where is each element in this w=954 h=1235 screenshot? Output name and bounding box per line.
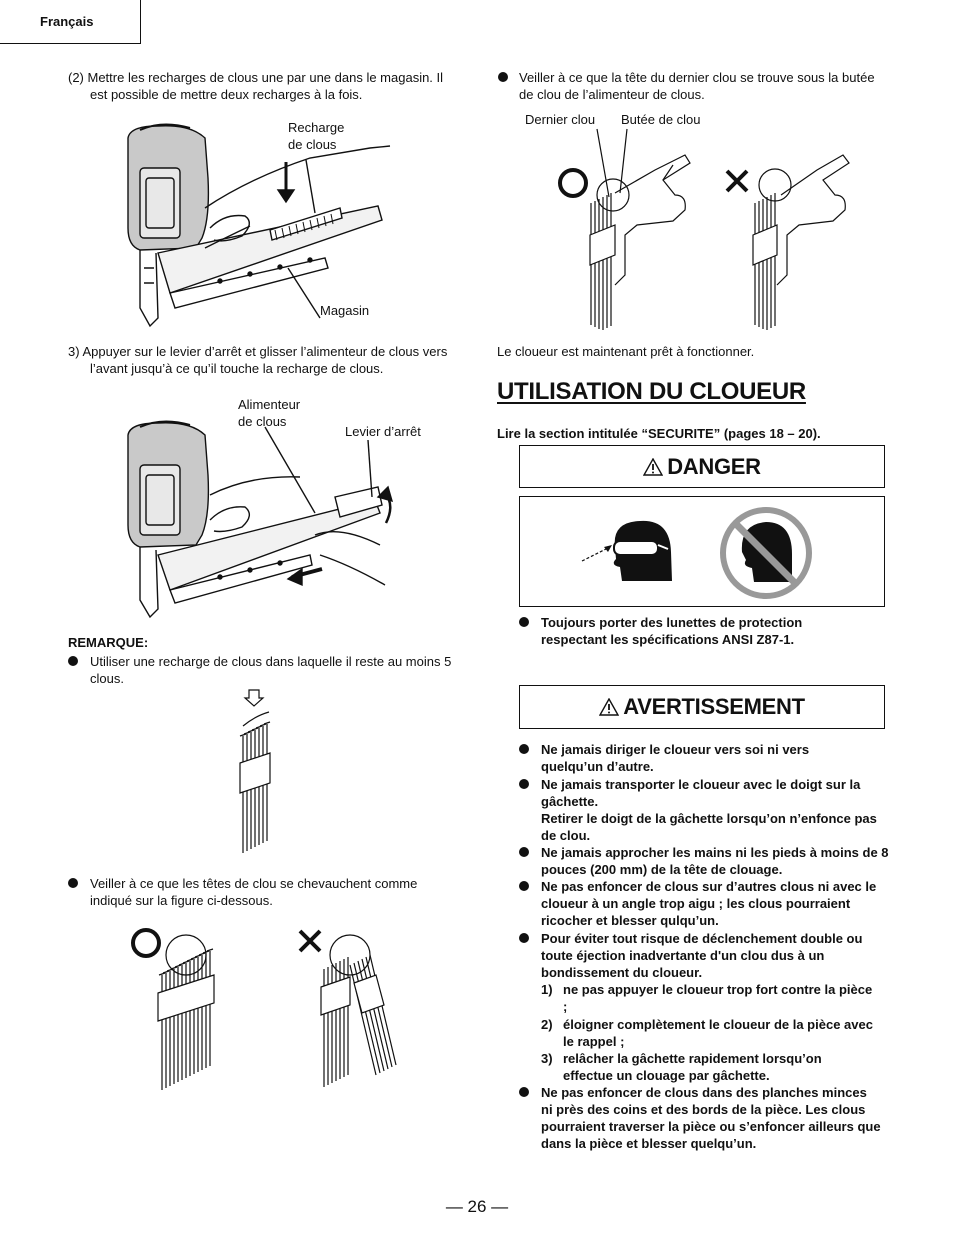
bullet-icon xyxy=(519,744,529,754)
last-nail-figure xyxy=(558,128,850,330)
warning-item-3: Ne jamais approcher les mains ni les pie… xyxy=(541,845,889,877)
bullet-icon xyxy=(68,878,78,888)
nailer-feeder-figure xyxy=(127,420,394,619)
nailer-loading-figure xyxy=(127,123,391,328)
danger-box: DANGER xyxy=(519,445,885,488)
warning-item-2: Ne jamais transporter le cloueur avec le… xyxy=(541,777,877,843)
magasin-label: Magasin xyxy=(320,303,370,318)
safety-glasses-icon xyxy=(581,520,672,581)
bullet-icon xyxy=(519,779,529,789)
sub-item-3-text: relâcher la gâchette rapidement lorsqu’o… xyxy=(563,1051,822,1083)
step-2-text: (2) Mettre les recharges de clous une pa… xyxy=(68,70,444,102)
warning-item-5: Pour éviter tout risque de déclenchement… xyxy=(541,931,863,980)
bullet-icon xyxy=(519,617,529,627)
ready-text: Le cloueur est maintenant prêt à fonctio… xyxy=(497,344,755,359)
dernier-clou-label: Dernier clou xyxy=(525,112,596,127)
warning-triangle-icon xyxy=(599,698,620,716)
page-number: — 26 — xyxy=(445,1197,509,1216)
bullet-icon xyxy=(519,933,529,943)
butee-label: Butée de clou xyxy=(621,112,701,127)
warning-triangle-icon xyxy=(643,457,664,476)
bullet-icon xyxy=(519,847,529,857)
feeder-check-text: Veiller à ce que la tête du dernier clou… xyxy=(519,70,875,102)
warning-item-6: Ne pas enfoncer de clous dans des planch… xyxy=(541,1085,881,1151)
warning-item-4: Ne pas enfoncer de clous sur d’autres cl… xyxy=(541,879,877,928)
sub-item-1-num: 1) xyxy=(541,982,553,997)
recharge-label: Recharge de clous xyxy=(288,120,345,152)
remarque-item-2: Veiller à ce que les têtes de clou se ch… xyxy=(90,876,418,908)
danger-pictogram-box xyxy=(519,496,885,607)
warning-item-1: Ne jamais diriger le cloueur vers soi ni… xyxy=(541,742,810,774)
nail-strip-figure xyxy=(239,689,271,853)
bullet-icon xyxy=(68,656,78,666)
language-tab: Français xyxy=(0,0,141,44)
bullet-icon xyxy=(498,72,508,82)
sub-item-2-text: éloigner complètement le cloueur de la p… xyxy=(563,1017,873,1049)
remarque-item-1: Utiliser une recharge de clous dans laqu… xyxy=(90,654,452,686)
avertissement-box: AVERTISSEMENT xyxy=(519,685,885,729)
no-protection-icon xyxy=(720,507,812,599)
sub-item-2-num: 2) xyxy=(541,1017,553,1032)
remarque-title: REMARQUE: xyxy=(68,635,149,650)
bullet-icon xyxy=(519,1087,529,1097)
levier-label: Levier d’arrêt xyxy=(345,424,421,439)
read-section-text: Lire la section intitulée “SECURITE” (pa… xyxy=(497,426,821,441)
alimenteur-label: Alimenteur de clous xyxy=(238,397,301,429)
section-title: UTILISATION DU CLOUEUR xyxy=(497,378,806,405)
sub-item-3-num: 3) xyxy=(541,1051,553,1066)
danger-title: DANGER xyxy=(667,453,761,479)
danger-item: Toujours porter des lunettes de protecti… xyxy=(541,615,803,647)
bullet-icon xyxy=(519,881,529,891)
sub-item-1-text: ne pas appuyer le cloueur trop fort cont… xyxy=(563,982,873,1014)
step-3-text: 3) Appuyer sur le levier d’arrêt et glis… xyxy=(68,344,448,376)
nail-heads-figure xyxy=(131,928,397,1090)
avertissement-title: AVERTISSEMENT xyxy=(623,694,805,719)
